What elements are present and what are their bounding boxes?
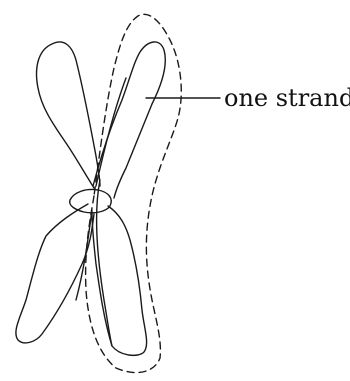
left-upper-arm (37, 42, 100, 188)
centromere (70, 189, 112, 212)
inner-strand-line-c (96, 78, 126, 186)
right-lower-arm (92, 206, 147, 355)
inner-strand-line-a (97, 180, 112, 346)
strand-label: one strand (224, 86, 350, 110)
